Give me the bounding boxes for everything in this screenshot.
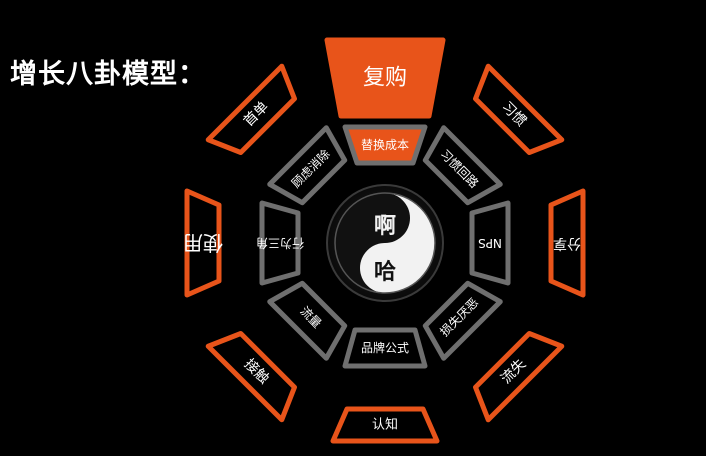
outer-block-first-order (205, 63, 297, 155)
outer-label-share: 分享 (553, 235, 581, 252)
inner-block-contact (267, 280, 348, 361)
inner-label-habit: 习惯回路 (437, 146, 482, 191)
inner-block-habit (422, 125, 503, 206)
outer-label-awareness: 认知 (372, 417, 398, 433)
page-title: 增长八卦模型： (10, 59, 206, 90)
inner-label-contact: 流量 (297, 304, 324, 331)
center-top-char: 啊 (374, 214, 396, 239)
outer-label-repurchase: 复购 (363, 66, 407, 91)
inner-block-first-order (267, 125, 348, 206)
outer-block-contact (205, 331, 297, 423)
inner-block-repurchase (342, 124, 428, 166)
inner-label-first-order: 顾虑消除 (288, 146, 333, 191)
inner-block-usage (259, 200, 301, 286)
inner-label-churn: 损失厌恶 (437, 295, 482, 340)
center-bottom-char: 哈 (374, 259, 396, 285)
yin-yang-symbol: 啊 哈 (326, 184, 444, 302)
inner-label-awareness: 品牌公式 (361, 341, 409, 355)
sector-share: NPS 分享 (469, 188, 586, 298)
inner-label-repurchase: 替换成本 (361, 138, 409, 152)
outer-block-usage (184, 188, 222, 298)
inner-block-share (469, 200, 511, 286)
outer-block-share (548, 188, 586, 298)
inner-label-usage: 行为三角 (256, 236, 304, 250)
outer-block-awareness (330, 406, 440, 444)
inner-block-awareness (342, 327, 428, 369)
sector-usage: 行为三角 使用 (183, 188, 304, 298)
outer-label-usage: 使用 (183, 231, 223, 255)
outer-block-repurchase (324, 37, 446, 119)
outer-block-habit (473, 63, 565, 155)
inner-block-churn (422, 280, 503, 361)
inner-label-share: NPS (478, 236, 502, 250)
outer-block-churn (473, 331, 565, 423)
